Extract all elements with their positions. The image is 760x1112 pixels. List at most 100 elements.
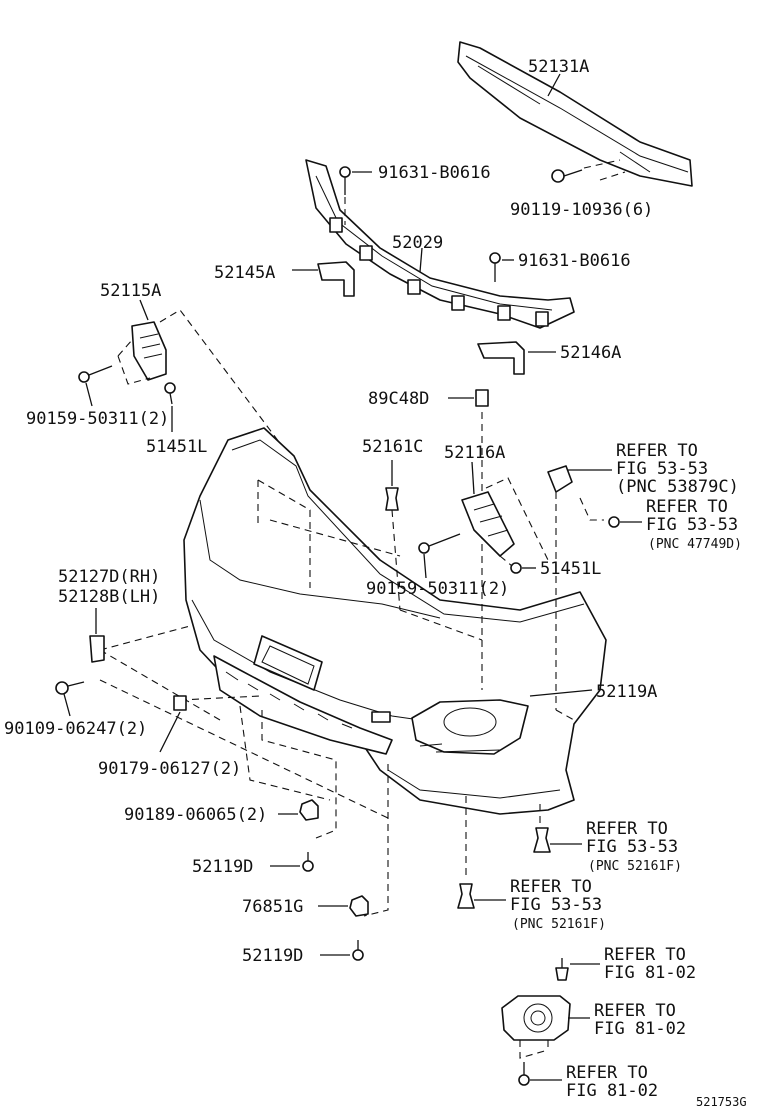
leader bbox=[423, 553, 427, 579]
clip-90179-icon[interactable] bbox=[173, 695, 187, 711]
dash-line bbox=[391, 509, 483, 641]
svg-text:FIG 81-02: FIG 81-02 bbox=[594, 1019, 686, 1039]
part-label-51451L-a[interactable]: 51451L bbox=[146, 437, 207, 457]
bumper-retainer-52029[interactable] bbox=[305, 159, 575, 329]
dash-line bbox=[261, 710, 337, 839]
reference-note-53879C[interactable]: REFER TO FIG 53-53 (PNC 53879C) bbox=[616, 441, 739, 497]
screw-91631-icon[interactable] bbox=[489, 252, 501, 282]
part-label-91631-a[interactable]: 91631-B0616 bbox=[378, 163, 491, 183]
fog-lamp-icon[interactable] bbox=[501, 995, 571, 1041]
nut-90189-icon[interactable] bbox=[299, 799, 319, 821]
dash-line bbox=[555, 492, 575, 721]
dash-line bbox=[363, 764, 389, 917]
svg-text:(PNC 52161F): (PNC 52161F) bbox=[588, 859, 682, 874]
part-label-52119A[interactable]: 52119A bbox=[596, 682, 657, 702]
svg-text:FIG 81-02: FIG 81-02 bbox=[604, 963, 696, 983]
svg-text:REFER TO: REFER TO bbox=[646, 497, 728, 517]
reference-note-47749D[interactable]: REFER TO FIG 53-53 (PNC 47749D) bbox=[646, 497, 742, 552]
reference-note-52161F-right[interactable]: REFER TO FIG 53-53 (PNC 52161F) bbox=[586, 819, 682, 874]
svg-text:REFER TO: REFER TO bbox=[566, 1063, 648, 1083]
part-label-90109[interactable]: 90109-06247(2) bbox=[4, 719, 147, 739]
leader bbox=[85, 382, 93, 407]
reference-note-fig8102-a[interactable]: REFER TO FIG 81-02 bbox=[604, 945, 696, 983]
sensor-bracket-icon[interactable] bbox=[547, 465, 573, 493]
reference-note-fig8102-c[interactable]: REFER TO FIG 81-02 bbox=[566, 1063, 658, 1101]
part-label-89C48D[interactable]: 89C48D bbox=[368, 389, 429, 409]
leader bbox=[419, 247, 423, 273]
svg-text:REFER TO: REFER TO bbox=[616, 441, 698, 461]
part-label-90159-b[interactable]: 90159-50311(2) bbox=[366, 579, 509, 599]
svg-text:FIG 53-53: FIG 53-53 bbox=[646, 515, 738, 535]
screw-90159-icon[interactable] bbox=[78, 365, 113, 383]
screw-90159-icon[interactable] bbox=[418, 533, 461, 554]
bracket-52145A[interactable] bbox=[317, 261, 355, 297]
screw-52119D-icon[interactable] bbox=[352, 940, 364, 961]
clip-51451L-icon[interactable] bbox=[164, 382, 176, 405]
dash-line bbox=[179, 695, 331, 801]
part-label-52161C[interactable]: 52161C bbox=[362, 437, 423, 457]
svg-text:REFER TO: REFER TO bbox=[586, 819, 668, 839]
bumper-cover-52119A[interactable] bbox=[183, 427, 607, 815]
part-label-90189[interactable]: 90189-06065(2) bbox=[124, 805, 267, 825]
part-label-51451L-b[interactable]: 51451L bbox=[540, 559, 601, 579]
part-label-52128B[interactable]: 52128B(LH) bbox=[58, 587, 160, 607]
part-label-52127D[interactable]: 52127D(RH) bbox=[58, 567, 160, 587]
part-label-52119D-a[interactable]: 52119D bbox=[192, 857, 253, 877]
bracket-52146A[interactable] bbox=[477, 341, 525, 375]
screw-90109-icon[interactable] bbox=[55, 681, 85, 695]
part-label-52029[interactable]: 52029 bbox=[392, 233, 443, 253]
clip-52161F-icon[interactable] bbox=[533, 827, 551, 853]
bumper-reinforcement-52131A[interactable] bbox=[457, 41, 693, 187]
reference-note-52161F-center[interactable]: REFER TO FIG 53-53 (PNC 52161F) bbox=[510, 877, 606, 932]
part-label-91631-b[interactable]: 91631-B0616 bbox=[518, 251, 631, 271]
svg-text:(PNC 47749D): (PNC 47749D) bbox=[648, 537, 742, 552]
part-label-90119[interactable]: 90119-10936(6) bbox=[510, 200, 653, 220]
screw-91631-icon[interactable] bbox=[339, 166, 351, 195]
bolt-90119-icon[interactable] bbox=[551, 169, 583, 183]
svg-text:FIG 53-53: FIG 53-53 bbox=[616, 459, 708, 479]
dash-line bbox=[519, 1040, 549, 1059]
part-label-52131A[interactable]: 52131A bbox=[528, 57, 589, 77]
dash-line bbox=[117, 339, 151, 385]
diagram-id: 521753G bbox=[696, 1095, 747, 1109]
clip-52161F-icon[interactable] bbox=[457, 883, 475, 909]
svg-text:REFER TO: REFER TO bbox=[510, 877, 592, 897]
part-label-90159-a[interactable]: 90159-50311(2) bbox=[26, 409, 169, 429]
dash-line bbox=[159, 309, 301, 471]
nut-76851G-icon[interactable] bbox=[349, 895, 369, 917]
part-label-52116A[interactable]: 52116A bbox=[444, 443, 505, 463]
clip-52161C-icon[interactable] bbox=[385, 487, 399, 511]
svg-text:FIG 81-02: FIG 81-02 bbox=[566, 1081, 658, 1101]
part-label-52115A[interactable]: 52115A bbox=[100, 281, 161, 301]
dash-line bbox=[257, 479, 401, 588]
fog-lamp-bolt-icon[interactable] bbox=[518, 1062, 530, 1086]
fog-lamp-screw-icon[interactable] bbox=[555, 958, 569, 981]
svg-text:(PNC 53879C): (PNC 53879C) bbox=[616, 477, 739, 497]
part-label-52146A[interactable]: 52146A bbox=[560, 343, 621, 363]
bracket-52115A[interactable] bbox=[131, 321, 167, 381]
part-label-52119D-b[interactable]: 52119D bbox=[242, 946, 303, 966]
dash-line bbox=[485, 477, 549, 567]
clip-51451L-icon[interactable] bbox=[510, 562, 522, 574]
dash-line bbox=[99, 625, 393, 821]
leader bbox=[471, 461, 475, 495]
svg-text:(PNC 52161F): (PNC 52161F) bbox=[512, 917, 606, 932]
bracket-52116A[interactable] bbox=[461, 491, 515, 557]
sensor-screw-icon[interactable] bbox=[608, 516, 620, 528]
svg-text:FIG 53-53: FIG 53-53 bbox=[510, 895, 602, 915]
reference-note-fig8102-b[interactable]: REFER TO FIG 81-02 bbox=[594, 1001, 686, 1039]
part-label-90179[interactable]: 90179-06127(2) bbox=[98, 759, 241, 779]
leader bbox=[63, 693, 71, 717]
leader bbox=[529, 689, 593, 697]
leader bbox=[547, 73, 561, 97]
svg-text:FIG 53-53: FIG 53-53 bbox=[586, 837, 678, 857]
bracket-52127D-52128B[interactable] bbox=[89, 635, 105, 663]
leader bbox=[159, 711, 181, 753]
part-label-52145A[interactable]: 52145A bbox=[214, 263, 275, 283]
svg-text:REFER TO: REFER TO bbox=[604, 945, 686, 965]
part-label-76851G[interactable]: 76851G bbox=[242, 897, 303, 917]
clip-89C48D-icon[interactable] bbox=[475, 389, 489, 407]
leader bbox=[139, 299, 149, 321]
screw-52119D-icon[interactable] bbox=[302, 852, 314, 872]
